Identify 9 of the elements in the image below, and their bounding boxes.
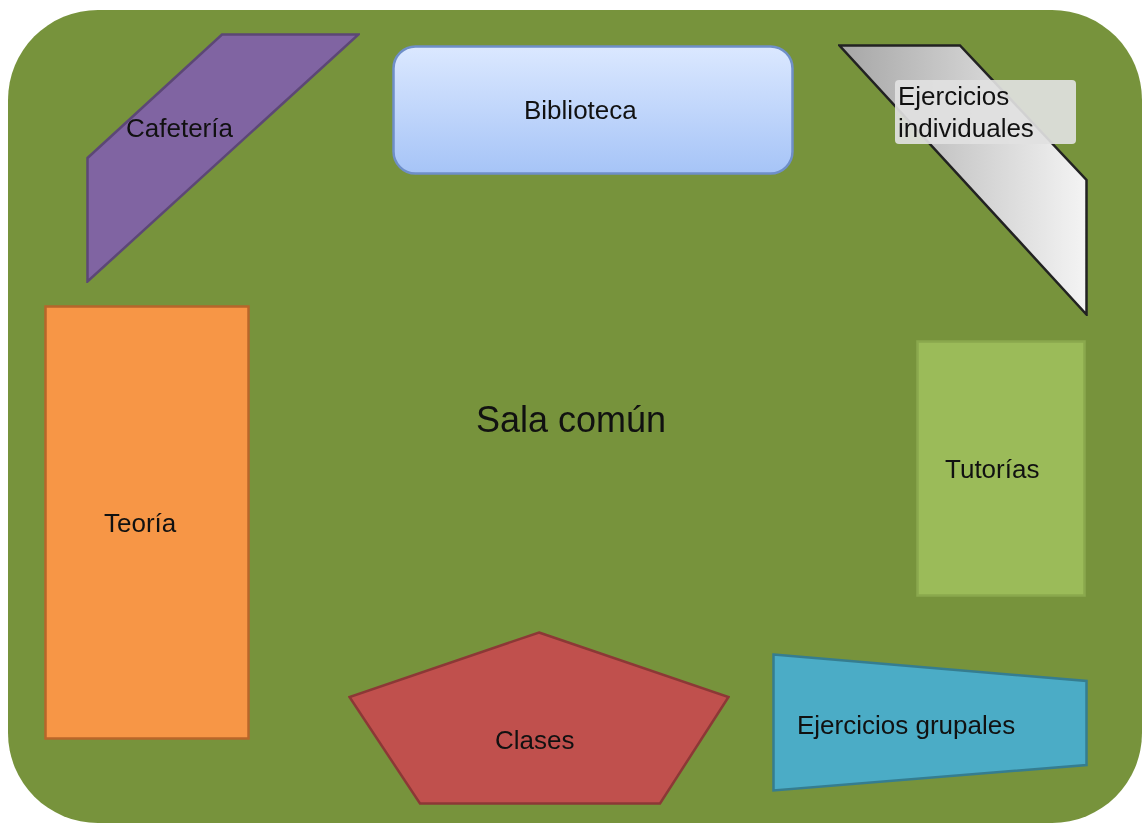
room-label: Ejercicios individuales <box>895 80 1076 144</box>
room-label: Sala común <box>476 398 667 442</box>
room-floor <box>8 10 1142 823</box>
room-label: Ejercicios grupales <box>797 709 1016 741</box>
room-label: Tutorías <box>945 453 1040 485</box>
room-label: Biblioteca <box>524 94 637 126</box>
room-label: Cafetería <box>126 112 233 144</box>
room-label: Teoría <box>104 507 177 539</box>
room-label: Clases <box>495 724 575 756</box>
